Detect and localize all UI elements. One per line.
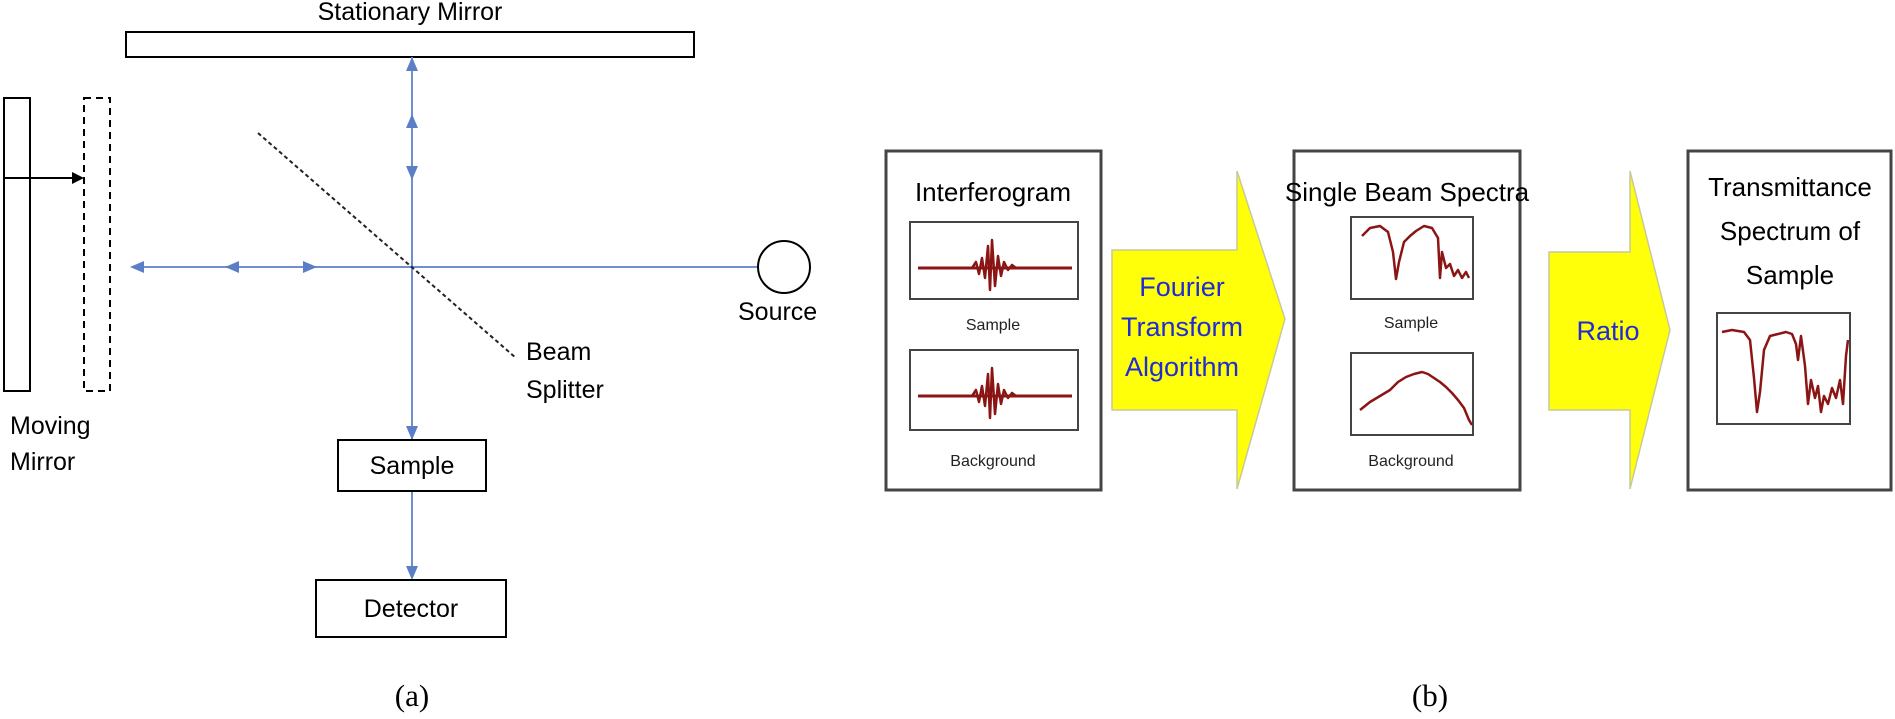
moving-mirror-label-line2: Mirror [10,448,75,476]
interferogram-background-trace [918,366,1072,420]
transmittance-trace [1721,328,1850,414]
sample-label: Sample [370,452,455,480]
panel-a-michelson-interferometer: Stationary Mirror Moving Mirror Beam Spl… [3,0,817,713]
beam-arrowhead-up-top [406,57,418,71]
interferogram-panel [884,149,1103,492]
moving-mirror-displaced [83,97,111,392]
fourier-arrow-label-line1: Fourier [1139,272,1225,302]
source-circle [757,240,811,294]
ratio-arrow [1548,170,1671,490]
beam-arrowhead-right [303,261,317,273]
beam-arrowhead-left-end [130,261,144,273]
single-beam-background-plot [1350,352,1474,436]
interferogram-sample-trace [918,238,1072,292]
fourier-transform-arrow [1111,170,1286,490]
stationary-mirror-label: Stationary Mirror [318,0,503,26]
mirror-motion-arrowhead [72,172,84,184]
detector-box [315,579,507,638]
beam-arrowhead-down-upper [406,166,418,180]
panel-b-ftir-process: Interferogram Sample Background Fourier … [884,149,1893,713]
ratio-arrow-label: Ratio [1576,316,1639,346]
interferogram-title: Interferogram [915,177,1071,207]
interferogram-background-label: Background [950,453,1035,470]
single-beam-background-label: Background [1368,453,1453,470]
caption-b: (b) [1412,678,1448,713]
stationary-mirror [125,31,695,58]
caption-a: (a) [395,678,429,713]
moving-mirror-label-line1: Moving [10,412,91,440]
single-beam-background-trace [1359,370,1474,426]
beam-splitter-label-line1: Beam [526,338,591,366]
single-beam-sample-trace [1361,224,1471,281]
transmittance-title-line3: Sample [1746,260,1834,290]
single-beam-sample-label: Sample [1384,315,1438,332]
beam-arrowhead-left-mid [225,261,239,273]
moving-mirror [3,97,31,392]
beam-splitter [257,132,517,359]
beam-arrowhead-down-sample [406,426,418,440]
interferogram-sample-label: Sample [966,317,1020,334]
single-beam-sample-plot [1350,216,1474,300]
transmittance-title-line2: Spectrum of [1720,216,1861,246]
beam-arrowhead-down-detector [406,566,418,580]
single-beam-title: Single Beam Spectra [1285,177,1530,207]
detector-label: Detector [364,595,458,623]
fourier-arrow-label-line3: Algorithm [1125,352,1239,382]
sample-box [337,439,487,492]
beam-arrowhead-up-mid [406,114,418,128]
source-label: Source [738,298,817,326]
fourier-arrow-label-line2: Transform [1121,312,1243,342]
beam-splitter-label-line2: Splitter [526,376,604,404]
transmittance-title-line1: Transmittance [1708,172,1872,202]
